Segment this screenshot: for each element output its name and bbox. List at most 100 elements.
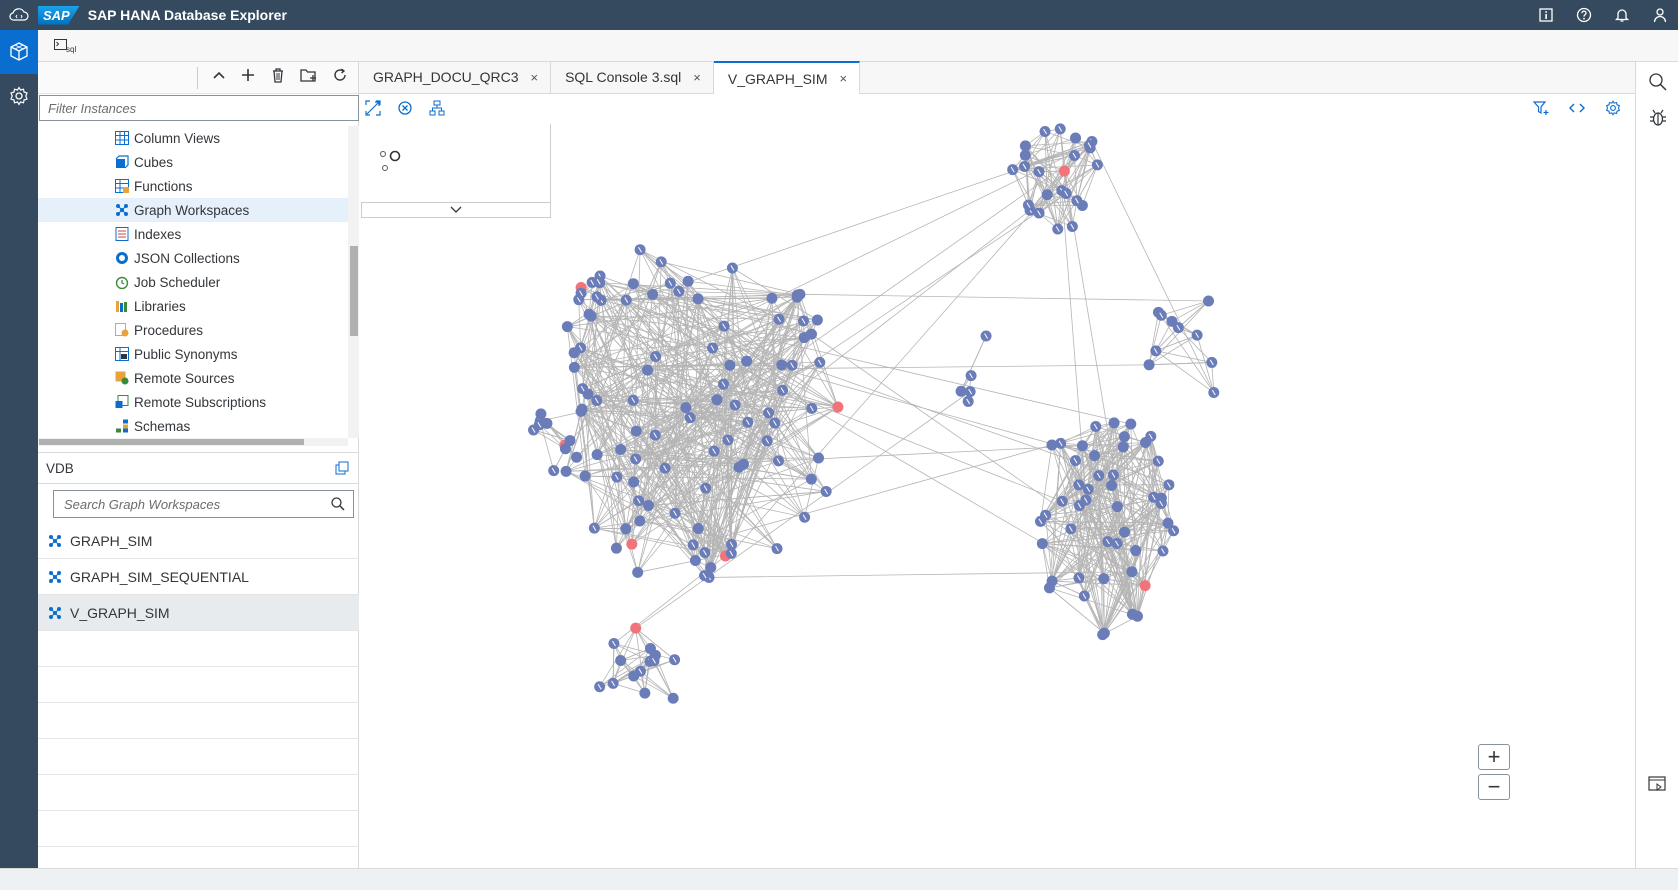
graph-node[interactable] (1131, 610, 1143, 622)
tree-item-public-synonyms[interactable]: Public Synonyms (38, 342, 348, 366)
graph-node[interactable] (1162, 517, 1174, 529)
graph-node[interactable] (1041, 189, 1053, 201)
graph-node[interactable] (583, 308, 595, 320)
graph-node[interactable] (724, 359, 736, 371)
graph-node[interactable] (561, 321, 573, 333)
filter-instances-input[interactable]: Filter Instances (39, 95, 359, 121)
close-icon[interactable]: × (530, 69, 539, 85)
tree-item-procedures[interactable]: Procedures (38, 318, 348, 342)
tree-item-functions[interactable]: Functions (38, 174, 348, 198)
graph-node[interactable] (1143, 359, 1155, 371)
graph-node[interactable] (1043, 582, 1055, 594)
collapse-icon[interactable] (212, 68, 226, 87)
settings-icon[interactable] (0, 74, 38, 118)
cloud-icon[interactable] (0, 0, 38, 30)
graph-node[interactable] (692, 293, 704, 305)
search-icon[interactable] (331, 497, 345, 514)
code-icon[interactable] (1569, 100, 1585, 121)
graph-node[interactable] (776, 359, 788, 371)
tree-item-libraries[interactable]: Libraries (38, 294, 348, 318)
filter-icon[interactable] (1532, 100, 1549, 121)
tree-vertical-scrollbar[interactable] (348, 126, 359, 438)
graph-node[interactable] (639, 687, 651, 699)
graph-node[interactable] (737, 458, 749, 470)
graph-node-highlighted[interactable] (832, 401, 844, 413)
zoom-in-button[interactable]: + (1478, 744, 1510, 770)
graph-node[interactable] (628, 476, 640, 488)
graph-node[interactable] (692, 522, 704, 534)
tree-horizontal-scrollbar[interactable] (38, 438, 348, 446)
graph-node[interactable] (813, 452, 825, 464)
graph-node[interactable] (579, 470, 591, 482)
graph-node[interactable] (568, 361, 580, 373)
workspace-item-v-graph-sim[interactable]: V_GRAPH_SIM (38, 595, 359, 631)
graph-node[interactable] (680, 402, 692, 414)
graph-node[interactable] (1111, 501, 1123, 513)
legend-expand-button[interactable] (361, 202, 551, 218)
graph-node[interactable] (1117, 441, 1129, 453)
graph-node[interactable] (575, 405, 587, 417)
graph-node[interactable] (811, 314, 823, 326)
graph-node[interactable] (559, 443, 571, 455)
tree-item-json-collections[interactable]: JSON Collections (38, 246, 348, 270)
tree-item-graph-workspaces[interactable]: Graph Workspaces (38, 198, 348, 222)
graph-node[interactable] (1089, 450, 1101, 462)
graph-node[interactable] (615, 655, 627, 667)
graph-node[interactable] (628, 670, 640, 682)
graph-node[interactable] (711, 394, 723, 406)
settings-icon[interactable] (1605, 100, 1621, 121)
sap-logo[interactable]: SAP (38, 5, 80, 25)
graph-node[interactable] (610, 542, 622, 554)
add-icon[interactable] (240, 67, 256, 88)
graph-node[interactable] (1097, 629, 1109, 641)
graph-node[interactable] (627, 278, 639, 290)
graph-node[interactable] (644, 642, 656, 654)
help-icon[interactable] (1576, 7, 1592, 23)
graph-node[interactable] (1036, 538, 1048, 550)
database-selector[interactable]: VDB (38, 452, 359, 484)
graph-node[interactable] (591, 449, 603, 461)
graph-node[interactable] (1118, 431, 1130, 443)
graph-node[interactable] (620, 523, 632, 535)
graph-node[interactable] (741, 355, 753, 367)
graph-node[interactable] (642, 364, 654, 376)
graph-node[interactable] (705, 562, 717, 574)
tree-item-schemas[interactable]: Schemas (38, 414, 348, 438)
tree-item-remote-sources[interactable]: Remote Sources (38, 366, 348, 390)
add-group-icon[interactable] (300, 67, 318, 88)
graph-node-highlighted[interactable] (626, 538, 638, 550)
graph-node[interactable] (1098, 573, 1110, 585)
graph-canvas[interactable] (359, 62, 1635, 868)
close-icon[interactable]: × (693, 69, 701, 85)
close-icon[interactable]: × (839, 71, 848, 86)
graph-node[interactable] (682, 275, 694, 287)
tree-item-job-scheduler[interactable]: Job Scheduler (38, 270, 348, 294)
fit-screen-icon[interactable] (365, 100, 381, 121)
graph-node[interactable] (805, 328, 817, 340)
graph-node[interactable] (564, 435, 576, 447)
notifications-icon[interactable] (1614, 7, 1630, 23)
graph-node[interactable] (615, 443, 627, 455)
tab-sql-console-3[interactable]: SQL Console 3.sql × (551, 61, 714, 93)
graph-node[interactable] (1126, 566, 1138, 578)
tree-item-column-views[interactable]: Column Views (38, 126, 348, 150)
search-graph-workspaces-input[interactable]: Search Graph Workspaces (53, 490, 354, 518)
workspace-item-graph-sim[interactable]: GRAPH_SIM (38, 523, 359, 559)
graph-node[interactable] (647, 288, 659, 300)
graph-node[interactable] (1203, 295, 1215, 307)
graph-node[interactable] (535, 408, 547, 420)
info-icon[interactable] (1538, 7, 1554, 23)
layout-icon[interactable] (429, 100, 445, 121)
graph-node[interactable] (630, 425, 642, 437)
graph-node[interactable] (766, 292, 778, 304)
tab-v-graph-sim[interactable]: V_GRAPH_SIM × (713, 61, 861, 94)
graph-node[interactable] (1130, 545, 1142, 557)
graph-node[interactable] (1108, 417, 1120, 429)
zoom-out-button[interactable]: − (1478, 774, 1510, 800)
graph-node[interactable] (805, 473, 817, 485)
graph-node[interactable] (1076, 440, 1088, 452)
tree-item-cubes[interactable]: Cubes (38, 150, 348, 174)
clear-icon[interactable] (397, 100, 413, 121)
database-explorer-icon[interactable] (0, 30, 38, 74)
graph-node[interactable] (1019, 140, 1031, 152)
